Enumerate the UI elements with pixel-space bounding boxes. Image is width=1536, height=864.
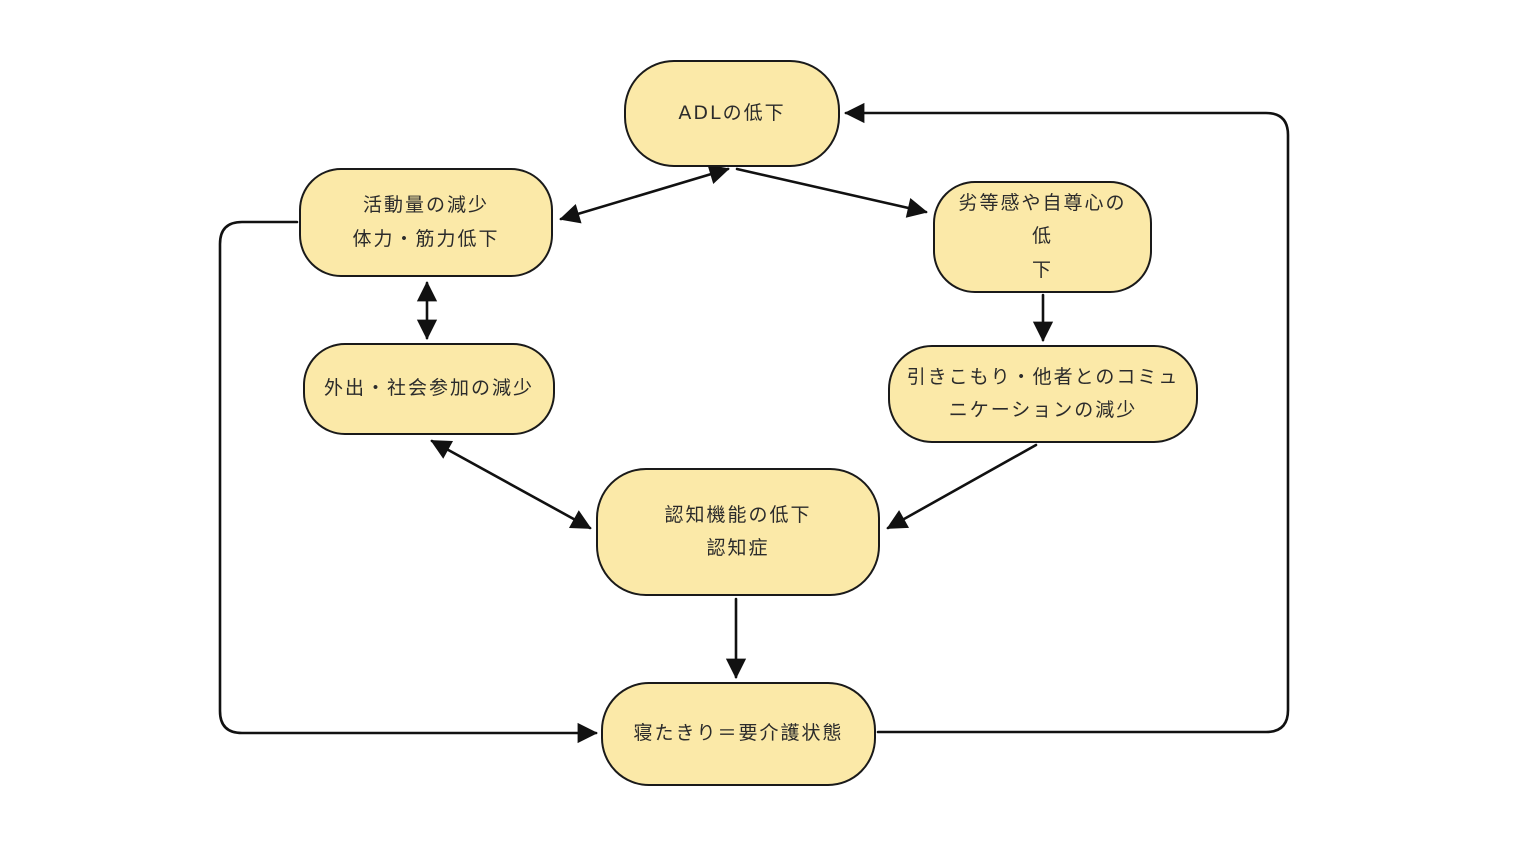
- node-activity: 活動量の減少 体力・筋力低下: [299, 168, 553, 277]
- node-adl: ADLの低下: [624, 60, 840, 167]
- edge-bedridden-adl-loop: [844, 102, 1290, 734]
- node-bedridden: 寝たきり＝要介護状態: [601, 682, 876, 786]
- edge-activity-bedridden-loop: [218, 220, 598, 744]
- node-activity-label: 活動量の減少 体力・筋力低下: [352, 194, 500, 250]
- edge-adl-inferiority: [735, 167, 928, 218]
- edge-adl-activity: [559, 164, 730, 224]
- node-cognitive-label: 認知機能の低下 認知症: [664, 503, 812, 559]
- edge-outing-cognitive: [430, 439, 592, 530]
- node-hikikomori-label: 引きこもり・他者とのコミュ ニケーションの減少: [906, 365, 1180, 421]
- node-adl-label: ADLの低下: [678, 101, 786, 124]
- node-bedridden-label: 寝たきり＝要介護状態: [633, 722, 844, 745]
- node-outing: 外出・社会参加の減少: [303, 343, 555, 435]
- node-inferiority: 劣等感や自尊心の低 下: [933, 181, 1152, 293]
- node-outing-label: 外出・社会参加の減少: [323, 377, 534, 400]
- edge-hikikomori-cognitive: [886, 443, 1038, 530]
- node-inferiority-label: 劣等感や自尊心の低 下: [958, 192, 1127, 281]
- node-cognitive: 認知機能の低下 認知症: [596, 468, 880, 596]
- node-hikikomori: 引きこもり・他者とのコミュ ニケーションの減少: [888, 345, 1198, 443]
